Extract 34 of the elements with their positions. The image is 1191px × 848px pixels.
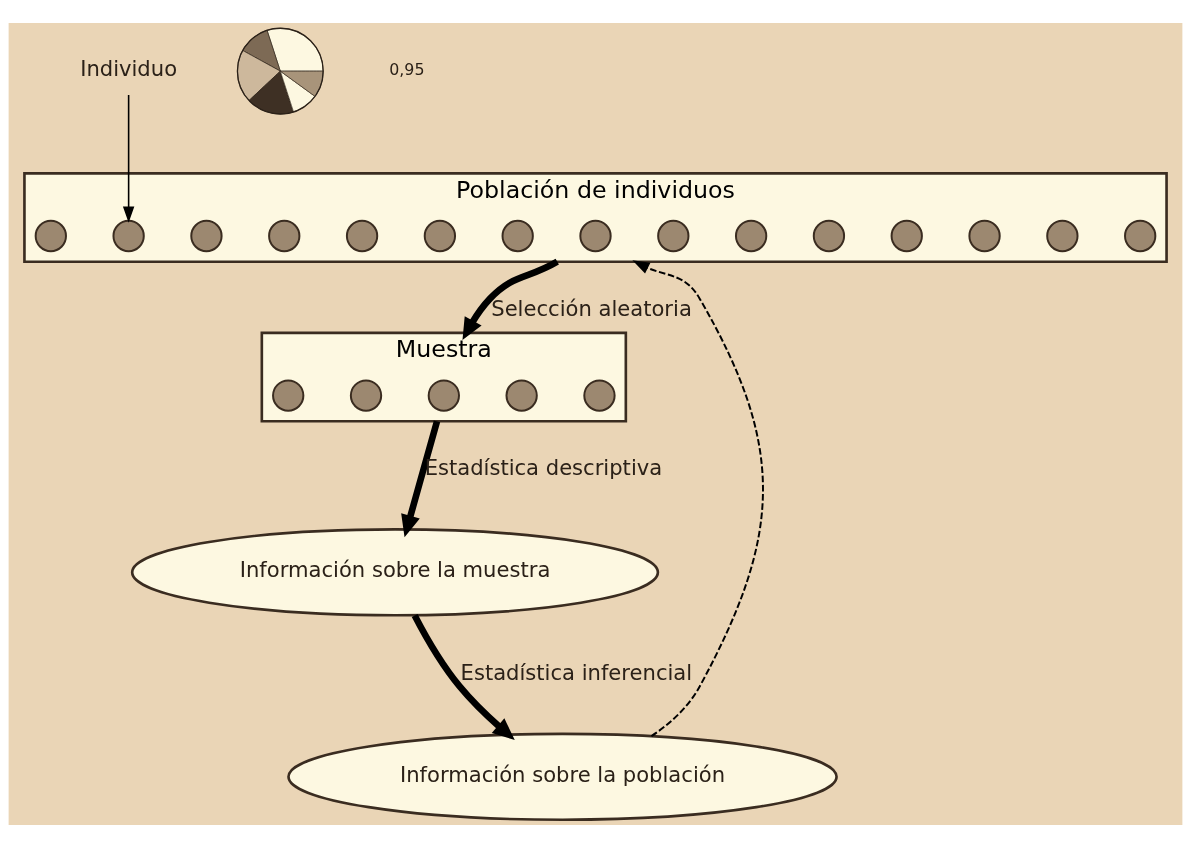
arrow [401, 420, 441, 538]
node-circle [583, 379, 616, 412]
arrow [122, 94, 135, 223]
edge-label: Estadística inferencial [460, 659, 693, 685]
node-ellipse: Información sobre la población [287, 732, 838, 822]
node-circle [427, 379, 460, 412]
node-circle [890, 219, 923, 253]
arrow [632, 260, 764, 738]
node-text: Individuo [80, 56, 178, 82]
node-circle [1046, 219, 1079, 253]
arrow [462, 258, 559, 341]
cluster: Población de individuos [23, 172, 1168, 264]
node-circle [268, 219, 301, 253]
node-circle [1124, 219, 1157, 253]
node-circle [272, 379, 305, 412]
edge-label: Estadística descriptiva [424, 455, 663, 481]
node-circle [423, 219, 457, 253]
node-circle [657, 219, 690, 253]
edge-label: Selección aleatoria [491, 295, 692, 321]
label: 0,95 [389, 60, 425, 80]
node-circle [345, 219, 379, 253]
node-circle [190, 219, 223, 253]
node-circle [112, 219, 145, 253]
arrow [411, 613, 515, 741]
node-circle [501, 219, 534, 253]
node-ellipse: Información sobre la muestra [130, 528, 660, 617]
node-circle [579, 219, 612, 253]
node-circle [349, 379, 383, 412]
node-circle [968, 219, 1001, 253]
node-circle [734, 219, 768, 253]
cluster: Muestra [260, 331, 628, 423]
node-circle [812, 219, 846, 253]
node-circle [34, 219, 67, 253]
node-circle [505, 379, 538, 412]
